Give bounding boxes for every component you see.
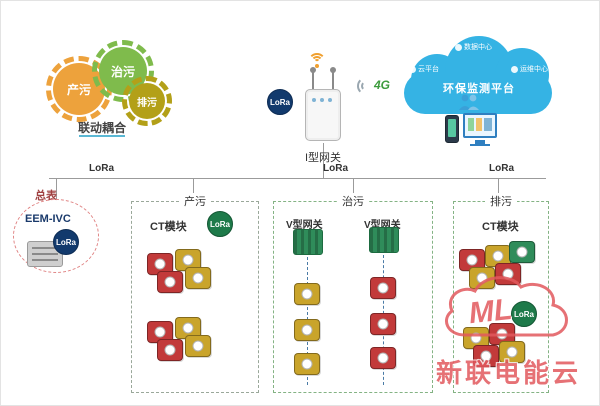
monitor-base (470, 144, 490, 146)
master-drop-line (56, 178, 57, 199)
ct-module-red (473, 345, 499, 367)
meter-device-icon (27, 241, 63, 267)
zone-discharge: 排污 CT模块 (453, 193, 549, 393)
cloud-shape (404, 72, 552, 114)
zone-produce-module-label: CT模块 (150, 221, 187, 233)
ct-module-red (370, 347, 396, 369)
discharge-drop-line (498, 178, 499, 201)
wifi-icon (307, 49, 327, 69)
gears-caption-divider (79, 135, 125, 137)
ct-module-yellow (294, 283, 320, 305)
monitor-icon (463, 113, 497, 138)
gateway-antenna-left (310, 67, 316, 89)
gear-treat-label: 治污 (110, 64, 135, 79)
master-meter-model: EEM-IVC (25, 213, 71, 225)
zone-treat-label: 治污 (337, 193, 369, 209)
cloud-node-cloudplatform: 云平台 (409, 64, 439, 74)
master-lora-badge: LoRa (53, 229, 79, 255)
ct-module-red (370, 277, 396, 299)
gear-discharge: 排污 (122, 76, 172, 126)
bus-lora-right: LoRa (489, 163, 514, 174)
ct-module-red (157, 271, 183, 293)
gateway-lora-badge: LoRa (267, 89, 293, 115)
ct-module-red (370, 313, 396, 335)
ct-module-green (509, 241, 535, 263)
zone-produce-label: 产污 (179, 193, 211, 209)
ct-module-yellow (185, 267, 211, 289)
vgateway-left-device (293, 229, 323, 255)
gear-produce-label: 产污 (66, 82, 91, 97)
ct-module-red (495, 263, 521, 285)
zone-produce-lora-badge: LoRa (207, 211, 233, 237)
bus-lora-center: LoRa (323, 163, 348, 174)
lora-bus-line (49, 178, 546, 179)
ct-module-yellow (294, 319, 320, 341)
vgateway-left-label: V型网关 (286, 220, 323, 231)
ct-module-yellow (294, 353, 320, 375)
produce-drop-line (193, 178, 194, 201)
type1-gateway-device (305, 89, 341, 141)
gateway-drop-line (323, 143, 324, 178)
zone-produce: 产污 CT模块 (131, 193, 259, 393)
smartphone-icon (445, 115, 459, 143)
users-icon (456, 93, 482, 116)
zone-discharge-module-label: CT模块 (482, 221, 519, 233)
gears-caption: 联动耦合 (77, 121, 126, 135)
zone-discharge-lora-badge: LoRa (511, 301, 537, 327)
bus-lora-left: LoRa (89, 163, 114, 174)
zone-treat: 治污 V型网关 V型网关 (273, 193, 433, 393)
ct-module-red (157, 339, 183, 361)
master-meter-group (13, 199, 99, 273)
vgateway-right-label: V型网关 (364, 220, 401, 231)
ct-module-yellow (469, 267, 495, 289)
cloud-platform: 数据中心 云平台 运维中心 环保监测平台 (399, 34, 559, 116)
cloud-node-operations: 运维中心 (511, 64, 548, 74)
treat-drop-line (353, 178, 354, 201)
4g-label: 4G (374, 78, 391, 92)
cloud-title: 环保监测平台 (443, 83, 515, 95)
ct-module-yellow (499, 341, 525, 363)
ct-module-yellow (185, 335, 211, 357)
zone-discharge-label: 排污 (485, 193, 517, 209)
vgateway-right-device (369, 227, 399, 253)
monitor-stand (475, 140, 485, 144)
gear-discharge-label: 排污 (137, 97, 157, 109)
gateway-label: I型网关 (304, 152, 342, 164)
gateway-antenna-right (330, 67, 336, 89)
4g-icon: 4G (357, 75, 395, 97)
cloud-node-datacenter: 数据中心 (455, 42, 492, 52)
